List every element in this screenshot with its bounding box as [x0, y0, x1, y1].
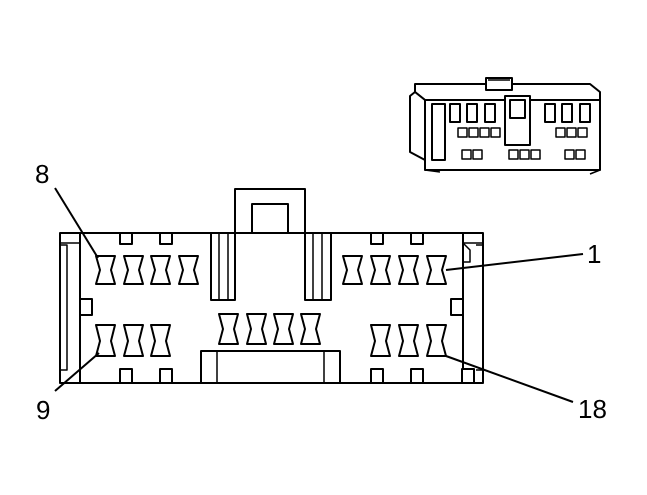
connector-isometric-icon: [409, 77, 601, 175]
leader-line-pin-1: [445, 253, 584, 271]
leader-line-pin-18: [445, 355, 574, 403]
pin-label-9: 9: [36, 395, 50, 425]
leader-line-pin-9: [54, 352, 100, 392]
leader-lines: [54, 187, 584, 403]
connector-face-icon: [59, 188, 484, 384]
pin-label-18: 18: [578, 394, 607, 424]
pin-label-8: 8: [35, 159, 49, 189]
pin-label-1: 1: [587, 239, 601, 269]
leader-line-pin-8: [54, 187, 99, 259]
